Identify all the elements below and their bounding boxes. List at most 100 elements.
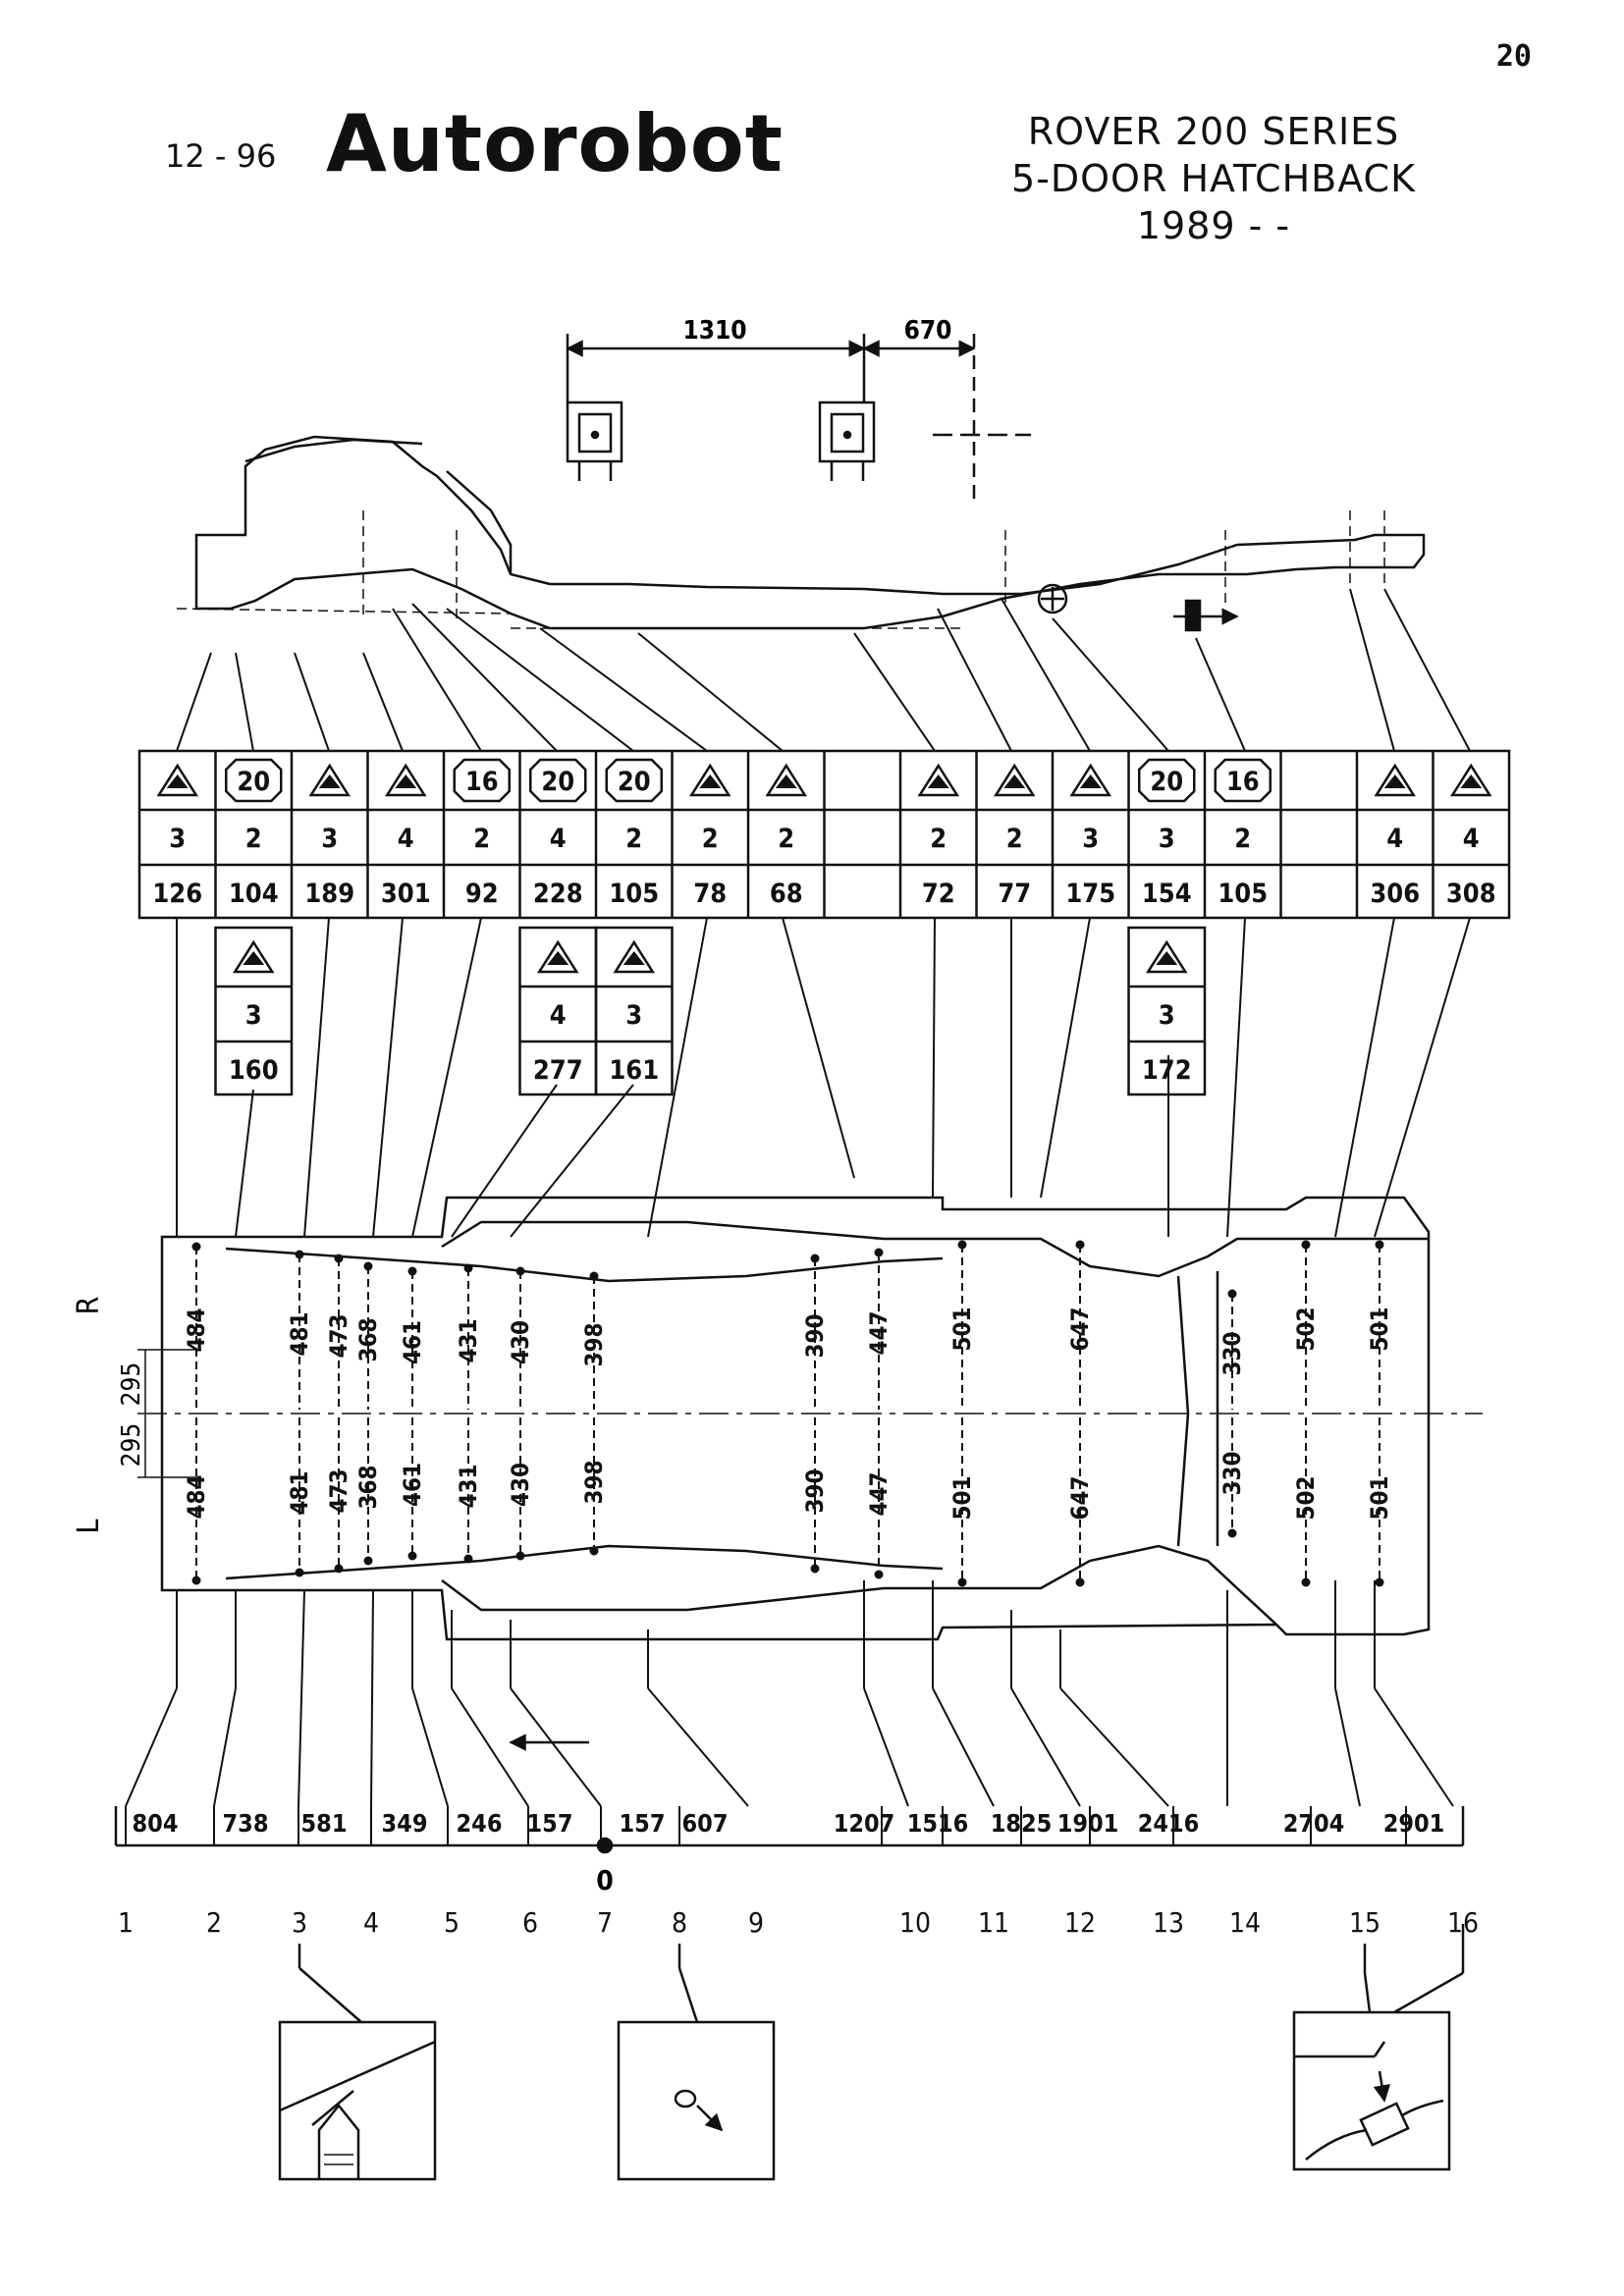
width-dimension (810, 1254, 820, 1574)
width-label-upper: 461 (399, 1320, 426, 1364)
fixture-column: 268 (765, 763, 808, 909)
triangle-fixture-icon (765, 763, 808, 797)
dim-label-670: 670 (904, 316, 952, 346)
width-dimension (1075, 1240, 1085, 1587)
point-number: 6 (522, 1906, 538, 1939)
fixture-column: 2 78 (688, 763, 731, 909)
fixture-count: 2 (702, 824, 719, 854)
side-label-right: R (72, 1297, 106, 1315)
plan-outline (160, 1196, 1431, 1641)
octagon-fixture-icon (529, 758, 587, 803)
point-number: 13 (1153, 1906, 1184, 1939)
point-number: 14 (1229, 1906, 1261, 1939)
width-label-upper: 431 (455, 1318, 482, 1362)
detail-inset-point-15-16 (1292, 2010, 1451, 2171)
fixture-head-right (818, 400, 876, 481)
width-dimension (463, 1263, 473, 1564)
point-number: 3 (292, 1906, 307, 1939)
fixture-count: 3 (169, 824, 186, 854)
fixture-table: 3126202104318943011629220422820210527826… (137, 749, 1511, 920)
fixture-height: 228 (533, 879, 583, 909)
width-label-upper: 447 (865, 1310, 893, 1355)
fixture-count: 3 (1159, 824, 1175, 854)
extra-fixture-box: 3 160 (214, 926, 294, 1096)
width-label-lower: 368 (354, 1465, 382, 1509)
fixture-height: 160 (229, 1055, 279, 1086)
fixture-head-left (566, 400, 623, 481)
width-label-upper: 502 (1292, 1307, 1320, 1351)
width-label-upper: 430 (507, 1320, 534, 1364)
triangle-fixture-icon (688, 763, 731, 797)
fixture-height: 306 (1370, 879, 1420, 909)
width-label-upper: 484 (183, 1308, 210, 1352)
width-label-upper: 501 (1366, 1307, 1393, 1351)
triangle-fixture-icon (917, 763, 960, 797)
octagon-fixture-icon (605, 758, 663, 803)
point-number: 2 (206, 1906, 222, 1939)
offset-upper: 295 (117, 1362, 146, 1407)
width-dimensions: 4844844814814734733683684614614314314304… (183, 1240, 1393, 1587)
fixture-column: 272 (917, 763, 960, 909)
longitudinal-label: 581 (301, 1809, 348, 1838)
point-number: 5 (444, 1906, 460, 1939)
side-view (176, 334, 1426, 632)
fixture-height: 104 (229, 879, 279, 909)
fixture-count: 3 (1082, 824, 1099, 854)
longitudinal-label: 607 (682, 1809, 729, 1838)
width-label-lower: 398 (580, 1460, 608, 1504)
octagon-fixture-icon (453, 758, 511, 803)
triangle-fixture-icon (1145, 939, 1188, 974)
plan-view (137, 1196, 1483, 1751)
triangle-fixture-icon (536, 939, 579, 974)
fixture-count: 2 (930, 824, 947, 854)
octagon-icon-label: 20 (237, 767, 270, 797)
fixture-height: 301 (381, 879, 431, 909)
fixture-count: 2 (625, 824, 642, 854)
triangle-fixture-icon (156, 763, 199, 797)
octagon-icon-label: 20 (1150, 767, 1183, 797)
fixture-count: 2 (778, 824, 794, 854)
fixture-count: 3 (245, 1000, 262, 1031)
fixture-column: 20 2 104 (225, 758, 283, 909)
width-label-lower: 461 (399, 1463, 426, 1507)
octagon-icon-label: 16 (1226, 767, 1260, 797)
fixture-count: 4 (1463, 824, 1480, 854)
longitudinal-label: 2901 (1383, 1809, 1445, 1838)
fixture-count: 2 (245, 824, 262, 854)
triangle-fixture-icon (384, 763, 427, 797)
fixture-height: 78 (693, 879, 727, 909)
fixture-column: 277 (993, 763, 1036, 909)
fixture-count: 3 (321, 824, 338, 854)
fixture-height: 161 (609, 1055, 659, 1086)
width-dimension (363, 1261, 373, 1566)
triangle-fixture-icon (1069, 763, 1112, 797)
fixture-height: 105 (1218, 879, 1268, 909)
point-number: 9 (748, 1906, 764, 1939)
fixture-height: 77 (998, 879, 1031, 909)
fixture-height: 92 (465, 879, 499, 909)
fixture-count: 4 (398, 824, 414, 854)
width-label-upper: 398 (580, 1322, 608, 1366)
width-label-lower: 390 (801, 1468, 829, 1513)
octagon-icon-label: 16 (465, 767, 499, 797)
width-label-upper: 330 (1218, 1331, 1246, 1375)
width-label-lower: 647 (1066, 1475, 1094, 1520)
fixture-column: 16 2 105 (1214, 758, 1272, 909)
width-dimension (1301, 1240, 1311, 1587)
width-label-lower: 330 (1218, 1451, 1246, 1495)
width-dimension (1375, 1240, 1384, 1587)
fixture-count: 2 (1234, 824, 1251, 854)
width-label-upper: 368 (354, 1317, 382, 1362)
zero-mark: 0 (596, 1864, 614, 1896)
